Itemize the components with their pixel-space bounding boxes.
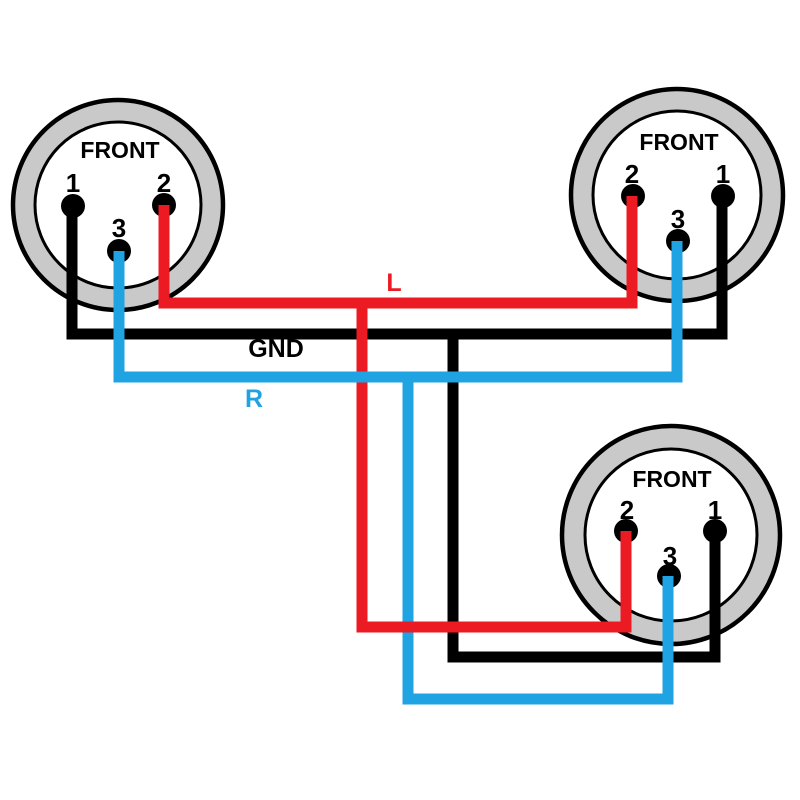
ground-wire-branch: [447, 334, 721, 663]
ground-label: GND: [248, 335, 304, 363]
left-wire-branch: [356, 303, 632, 633]
right-channel-label: R: [245, 385, 263, 413]
pin-1-label: 1: [716, 159, 730, 189]
front-label: FRONT: [639, 129, 718, 155]
pin-1-label: 1: [708, 495, 722, 525]
right-wire-branch: [402, 377, 674, 705]
pin-2-label: 2: [620, 495, 634, 525]
pin-2-label: 2: [625, 159, 639, 189]
front-label: FRONT: [632, 466, 711, 492]
ground-wire-main: [66, 196, 728, 340]
right-wire-main: [113, 241, 683, 383]
pin-3-label: 3: [663, 541, 677, 571]
pin-3-label: 3: [112, 213, 126, 243]
pin-1-label: 1: [66, 168, 80, 198]
front-label: FRONT: [80, 137, 159, 163]
pin-3-label: 3: [671, 204, 685, 234]
pin-2-label: 2: [157, 168, 171, 198]
left-channel-label: L: [386, 269, 401, 297]
left-wire-main: [158, 196, 638, 309]
